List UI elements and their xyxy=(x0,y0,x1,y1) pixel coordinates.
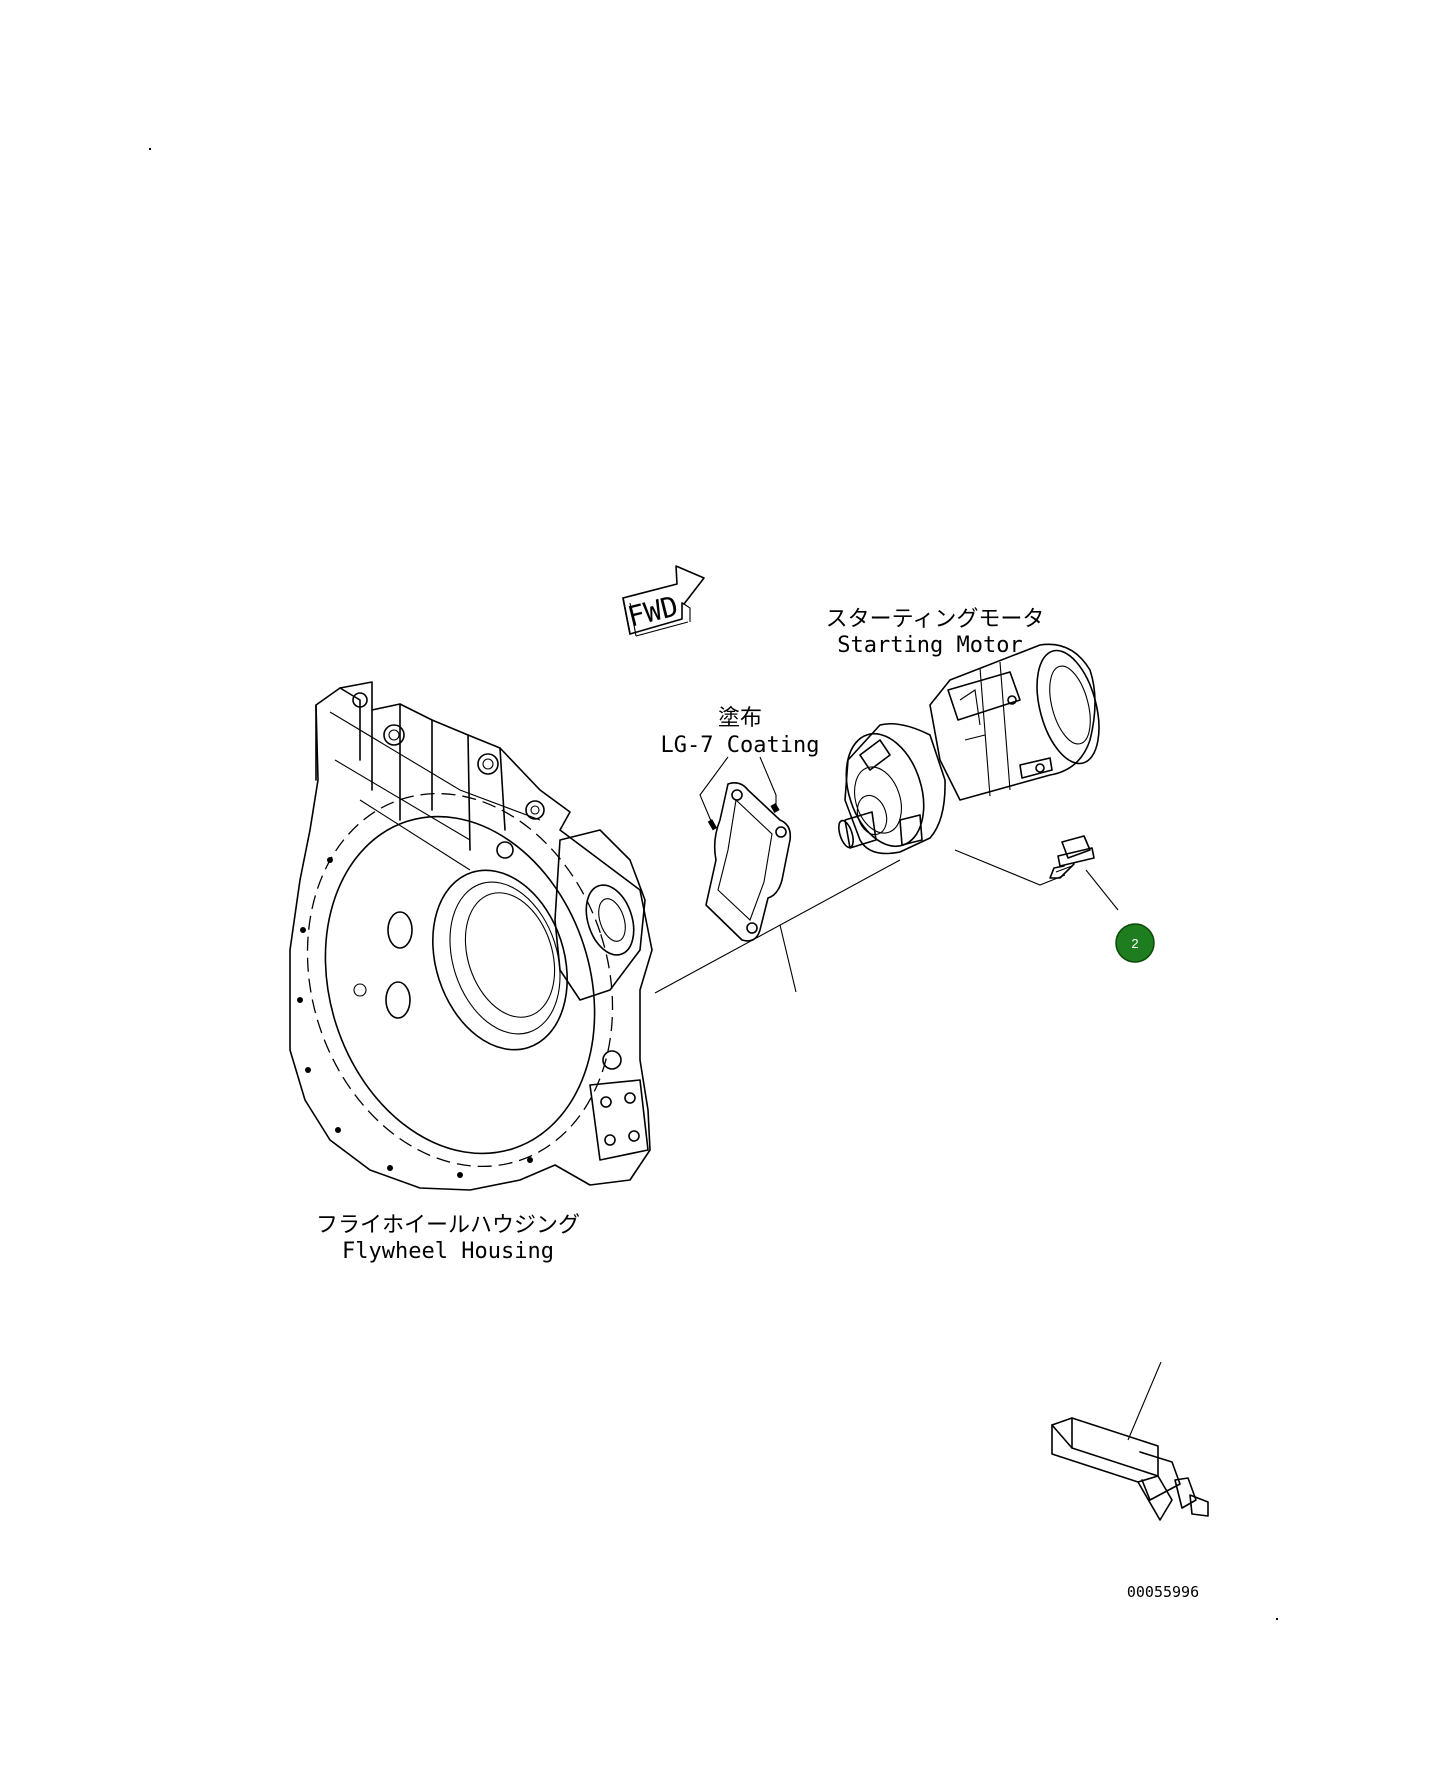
part-callout-number: 2 xyxy=(1131,936,1138,951)
gasket-drawing xyxy=(699,756,797,993)
coating-label-en: LG-7 Coating xyxy=(661,733,820,758)
part-callout-2[interactable]: 2 xyxy=(1115,923,1155,963)
flywheel-housing-drawing xyxy=(289,681,653,1191)
starting-motor-drawing xyxy=(838,643,1100,855)
drawing-number: 00055996 xyxy=(1127,1583,1199,1601)
flywheel-housing-label-jp: フライホイールハウジング xyxy=(316,1213,580,1238)
corner-marks xyxy=(149,148,1278,1620)
starting-motor-label-jp: スターティングモータ xyxy=(826,607,1045,632)
tool-detail-drawing xyxy=(1051,1361,1209,1521)
flywheel-housing-label-en: Flywheel Housing xyxy=(342,1239,554,1264)
assembly-axis-line xyxy=(654,859,901,994)
bolt-drawing xyxy=(954,835,1119,911)
starting-motor-label-en: Starting Motor xyxy=(837,633,1022,658)
coating-label-jp: 塗布 xyxy=(718,706,762,731)
fwd-arrow-icon: FWD xyxy=(622,565,705,637)
